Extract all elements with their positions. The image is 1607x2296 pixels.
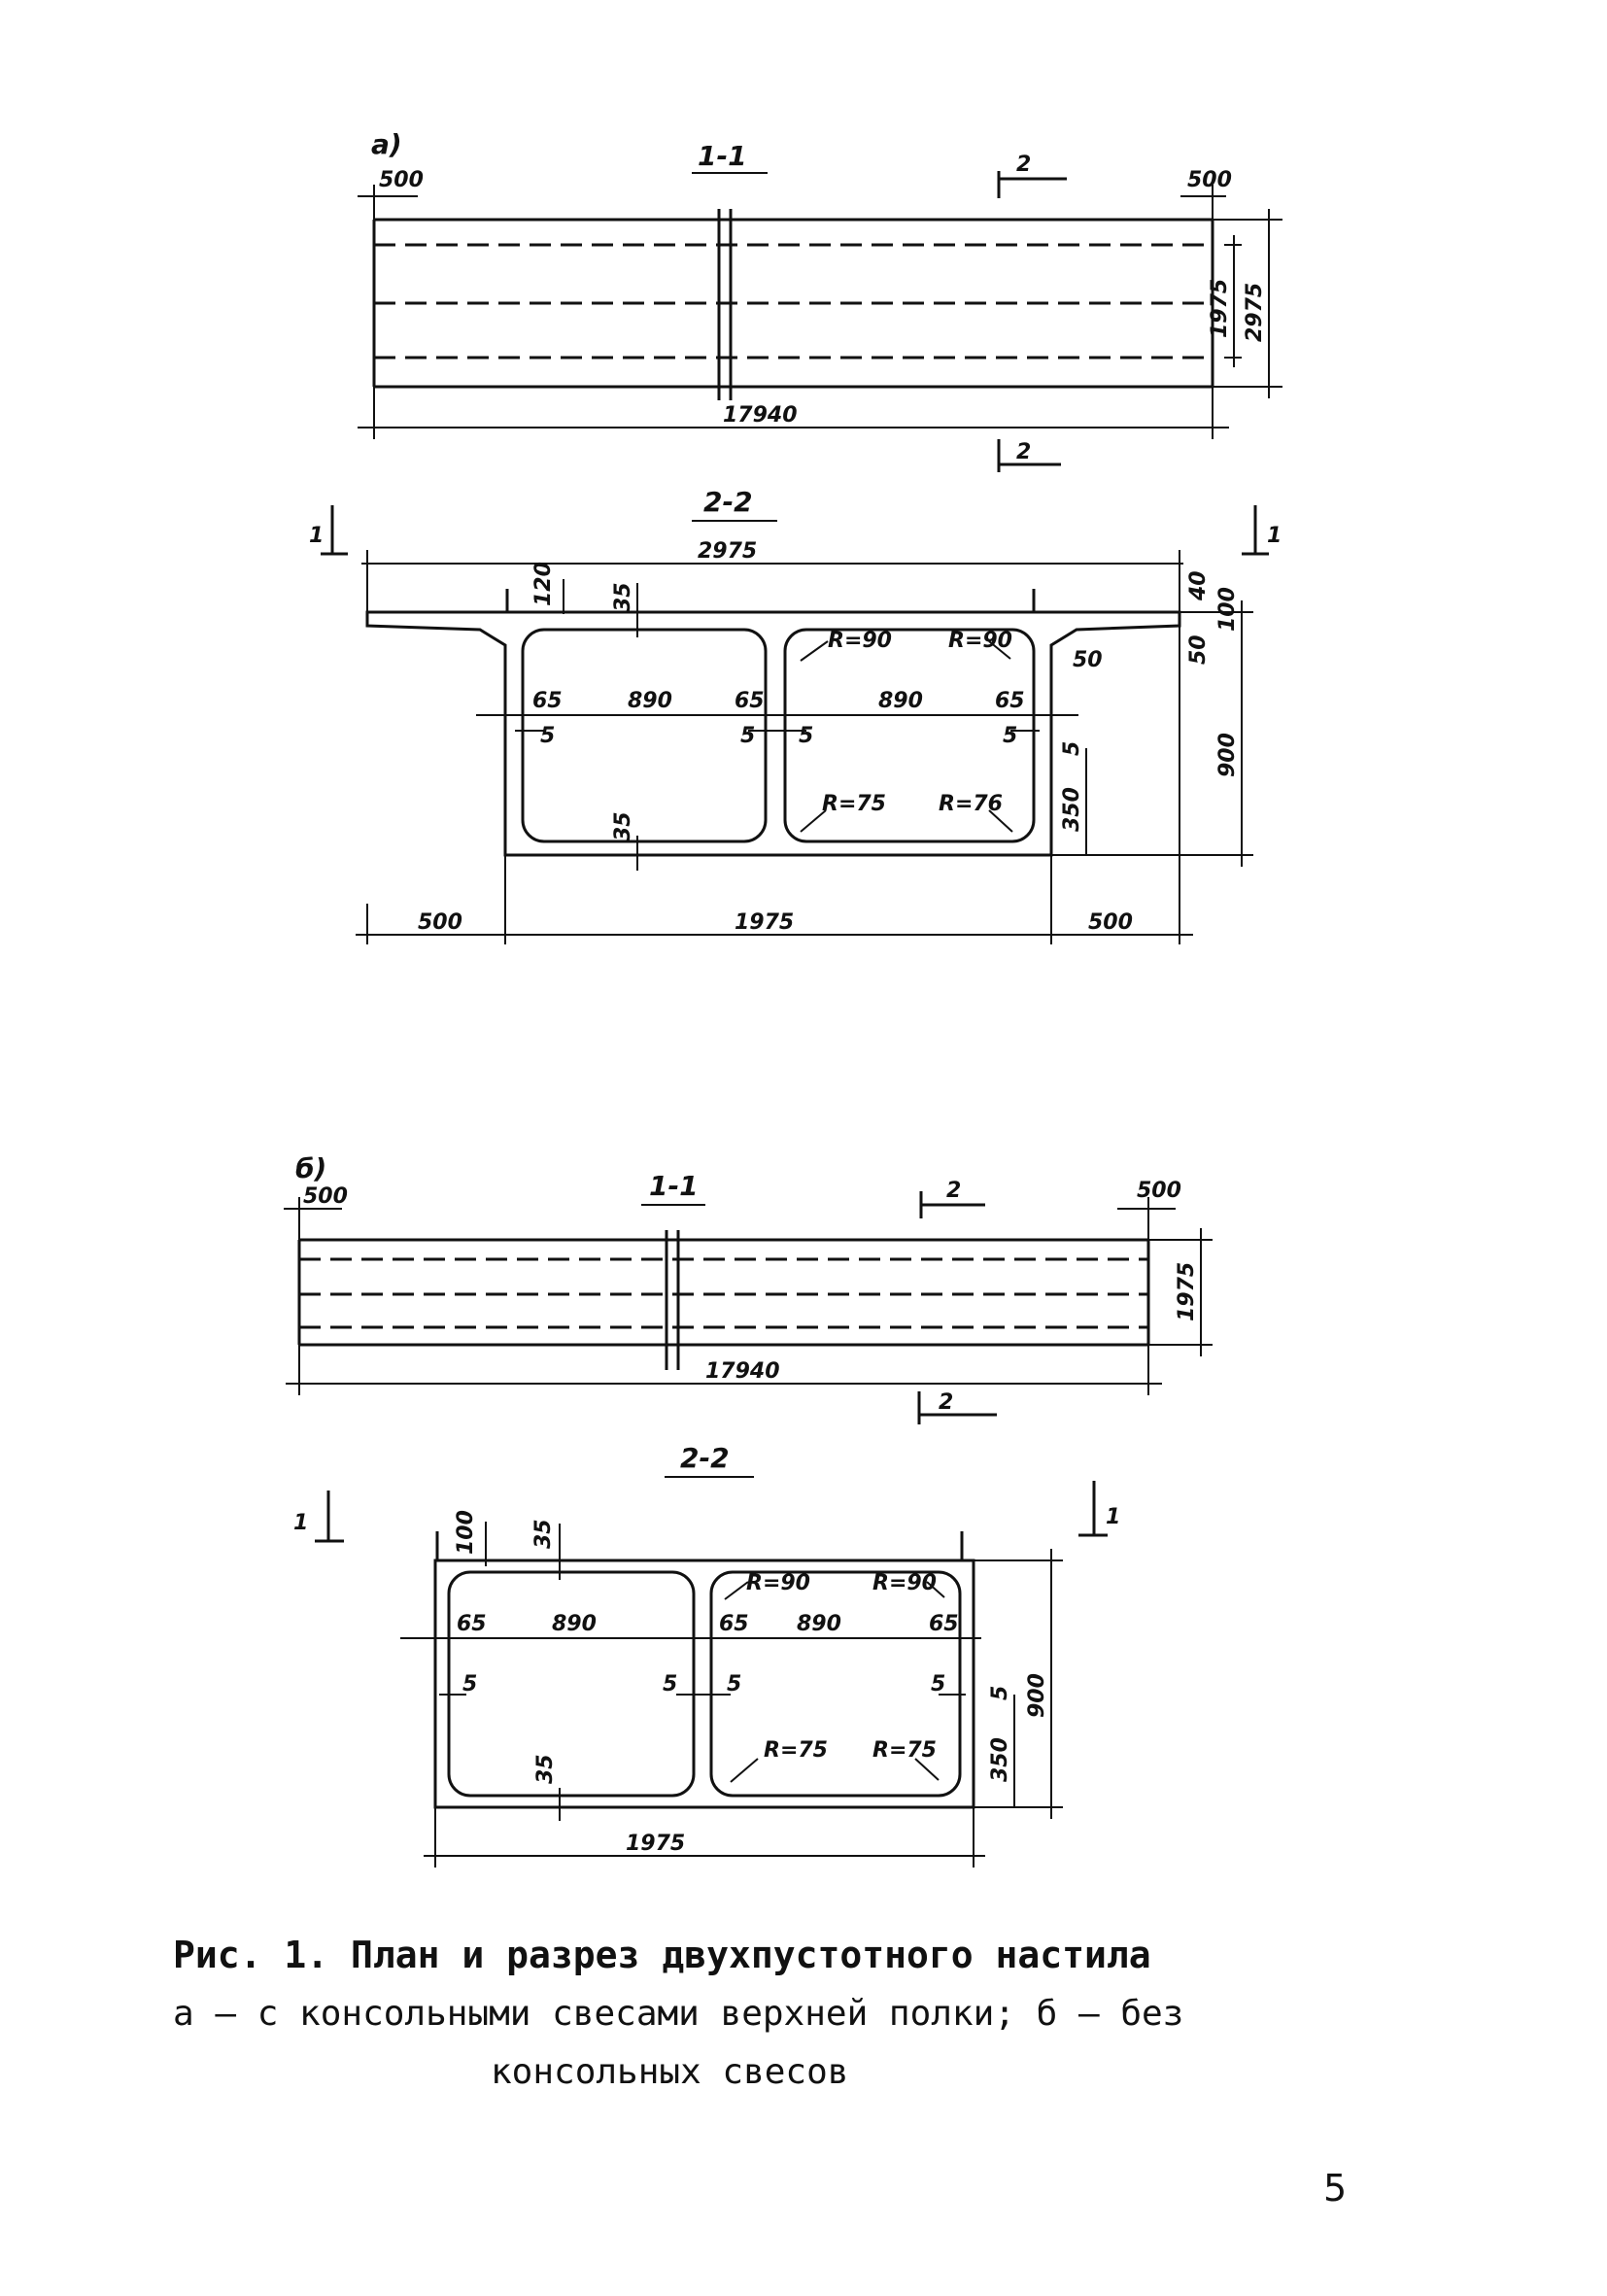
figure-b-section-2-2-title: 2-2 [680, 1442, 730, 1474]
figure-b-radius-leader [926, 1581, 945, 1598]
figure-b-cut-mark-2-top-label: 2 [946, 1179, 961, 1203]
figure-a-section-2-2-title: 2-2 [703, 486, 753, 518]
figure-b-dim-5: 5 [727, 1672, 741, 1696]
figure-b-dim-end-left: 500 [303, 1184, 348, 1209]
figure-a-radius-leader [800, 640, 829, 662]
figure-b-dim-65: 65 [719, 1612, 749, 1636]
figure-a-dim-65: 65 [995, 689, 1025, 713]
figure-a-dim-35-top: 35 [611, 582, 635, 612]
figure-a-dim-900: 900 [1215, 733, 1240, 777]
figure-a-plan: а) 1-1 500 500 17940 1975 2 [358, 128, 1282, 472]
figure-a-radius-leader [988, 640, 1011, 660]
figure-b-dim-900: 900 [1025, 1673, 1049, 1718]
figure-a-sec-bot-mid: 1975 [735, 910, 794, 935]
figure-a-dim-overall-width: 2975 [1243, 283, 1267, 342]
figure-a-radius-76: R=76 [939, 792, 1003, 816]
figure-caption-line-a: а – с консольными свесами верхней полки;… [173, 1994, 1184, 2034]
figure-b-section-outline [433, 1559, 975, 1809]
figure-b-cut-mark-1-right-label: 1 [1106, 1505, 1120, 1529]
figure-a-dim-40: 40 [1186, 570, 1211, 601]
figure-a-sec-bot-left: 500 [418, 910, 462, 935]
figure-a-radius-leader [800, 809, 827, 833]
figure-a-dim-65: 65 [532, 689, 563, 713]
figure-b-radius-90: R=90 [872, 1571, 937, 1595]
figure-b-cut-mark-2-bottom-label: 2 [939, 1390, 953, 1415]
figure-a-radius-leader [988, 809, 1013, 833]
figure-a-dim-5: 5 [799, 724, 813, 748]
figure-b-plan: б) 1-1 500 500 17940 1975 2 2 [284, 1152, 1213, 1424]
figure-caption-line-b: консольных свесов [491, 2052, 849, 2092]
figure-a-dim-50: 50 [1186, 634, 1211, 665]
figure-b-radius-leader [730, 1758, 759, 1783]
figure-a-radius-75: R=75 [822, 792, 886, 816]
figure-a-dim-890: 890 [878, 689, 923, 713]
figure-b-dim-5: 5 [931, 1672, 945, 1696]
figure-b-dim-100: 100 [454, 1510, 478, 1555]
figure-a-dim-100: 100 [1215, 587, 1240, 632]
figure-a-void-left [521, 628, 768, 843]
figure-a-dim-65: 65 [735, 689, 765, 713]
figure-a-dim-length: 17940 [723, 403, 798, 428]
figure-a-cut-mark-2-bottom-label: 2 [1016, 440, 1031, 464]
figure-a-dim-5-right: 5 [1060, 741, 1084, 756]
figure-b-cut-mark-1-left-label: 1 [293, 1511, 308, 1535]
figure-a-cut-mark-1-left-label: 1 [309, 524, 324, 548]
figure-b-radius-90: R=90 [746, 1571, 810, 1595]
figure-b-dim-5-right: 5 [988, 1686, 1012, 1700]
figure-b-dim-65: 65 [929, 1612, 959, 1636]
figure-b-dim-65: 65 [457, 1612, 487, 1636]
figure-b-dim-350: 350 [988, 1737, 1012, 1782]
figure-b-radius-leader [724, 1581, 749, 1600]
figure-b-dim-length: 17940 [705, 1359, 780, 1384]
figure-b-section-1-1-title: 1-1 [649, 1170, 699, 1202]
figure-b-dim-end-right: 500 [1137, 1179, 1181, 1203]
figure-caption-title: Рис. 1. План и разрез двухпустотного нас… [173, 1934, 1151, 1976]
figure-b-void-left [447, 1570, 696, 1798]
figure-b-dim-5: 5 [663, 1672, 677, 1696]
figure-a-section-outline [365, 610, 1181, 857]
figure-a-cut-mark-1-right-label: 1 [1267, 524, 1282, 548]
figure-a-radius-90: R=90 [948, 629, 1012, 653]
figure-b-dim-35-bottom: 35 [533, 1754, 558, 1784]
figure-b-dim-width: 1975 [1175, 1262, 1199, 1321]
figure-b-dim-5: 5 [462, 1672, 477, 1696]
figure-a-dim-end-right: 500 [1187, 168, 1232, 192]
figure-a-sec-bot-right: 500 [1088, 910, 1133, 935]
figure-a-section: 2-2 1 1 2975 120 35 40 100 50 50 [309, 486, 1282, 944]
figure-a-section-1-1-title: 1-1 [698, 140, 747, 172]
page-number: 5 [1323, 2167, 1348, 2210]
figure-b-radius-leader [914, 1758, 940, 1781]
figure-a-dim-50b: 50 [1073, 648, 1103, 672]
figure-a-dim-890: 890 [628, 689, 672, 713]
figure-a-tag: а) [371, 128, 402, 160]
figure-a-dim-120: 120 [531, 562, 556, 606]
figure-b-section: 2-2 1 1 100 35 65 890 65 890 65 5 5 5 5 … [293, 1442, 1120, 1868]
figure-a-void-right [783, 628, 1036, 843]
figure-a-radius-90: R=90 [828, 629, 892, 653]
figure-a-dim-5: 5 [540, 724, 555, 748]
figure-a-cut-mark-2-top-label: 2 [1016, 153, 1031, 177]
figure-b-dim-890: 890 [552, 1612, 597, 1636]
figure-b-dim-890: 890 [797, 1612, 841, 1636]
figure-b-sec-bot-width: 1975 [626, 1832, 685, 1856]
figure-b-tag: б) [295, 1152, 326, 1184]
figure-a-dim-width: 1975 [1208, 279, 1232, 338]
figure-b-radius-75: R=75 [764, 1738, 828, 1763]
figure-b-void-right [709, 1570, 962, 1798]
figure-a-dim-5: 5 [740, 724, 755, 748]
figure-a-dim-5: 5 [1003, 724, 1017, 748]
figure-a-dim-end-left: 500 [379, 168, 424, 192]
figure-a-dim-350: 350 [1060, 787, 1084, 832]
figure-b-radius-75: R=75 [872, 1738, 937, 1763]
figure-b-dim-35-top: 35 [531, 1519, 556, 1549]
figure-a-dim-35-bottom: 35 [611, 811, 635, 841]
figure-a-sec-top-width: 2975 [698, 539, 757, 564]
